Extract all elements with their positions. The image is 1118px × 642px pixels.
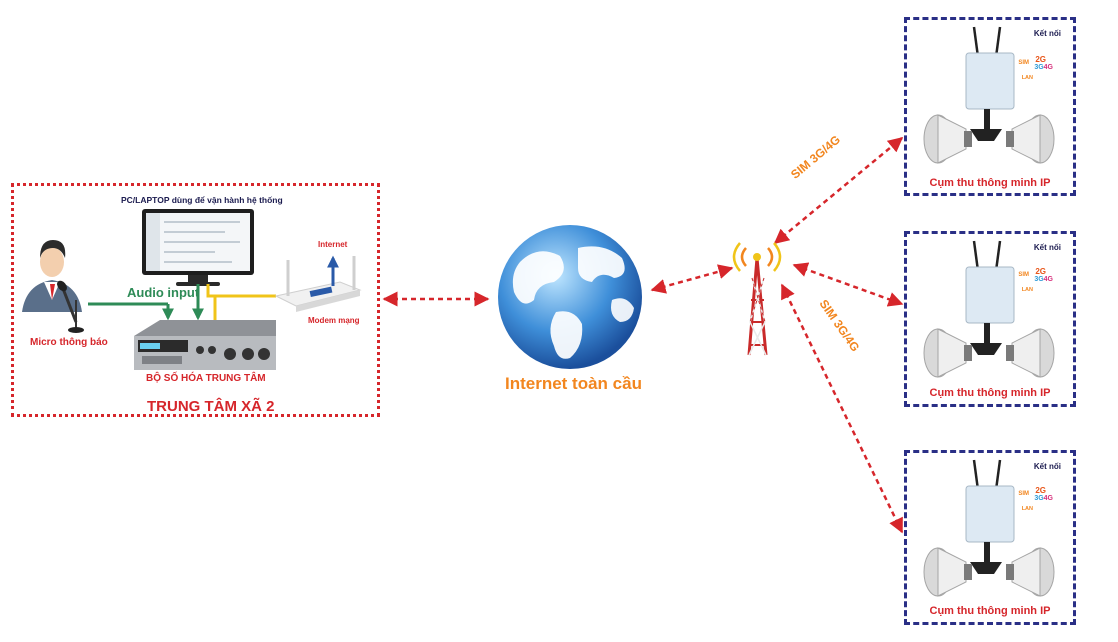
mic-label: Micro thông báo <box>30 337 108 348</box>
g3-label: 3G <box>1034 276 1044 283</box>
audio-encoder-device-icon <box>134 320 276 370</box>
receiver-unit-icon-3 <box>923 459 1055 597</box>
connect-label: Kết nối <box>1033 29 1061 38</box>
wifi-modem-icon <box>274 255 362 312</box>
link-tower-receiver-2 <box>792 262 904 307</box>
g2-label: 2G <box>1035 486 1046 495</box>
connect-label: Kết nối <box>1033 462 1061 471</box>
g3-label: 3G <box>1034 64 1044 71</box>
g4-label: 4G <box>1043 495 1053 502</box>
audio-input-connector <box>88 284 204 321</box>
receiver-box-2: Kết nối SIM 2G 3G4G LAN Cụm thu thông mi… <box>904 231 1076 407</box>
audio-input-label: Audio input <box>127 285 200 300</box>
receiver-title: Cụm thu thông minh IP <box>929 177 1051 189</box>
sim-label: SIM <box>1018 491 1029 497</box>
globe-label: Internet toàn cầu <box>505 374 642 393</box>
computer-monitor-icon <box>142 209 254 286</box>
link-tower-receiver-3 <box>780 283 904 534</box>
g2-label: 2G <box>1035 267 1046 276</box>
sim-label: SIM <box>1018 60 1029 66</box>
network-connector <box>206 284 276 322</box>
connect-label: Kết nối <box>1033 243 1061 252</box>
receiver-title: Cụm thu thông minh IP <box>929 387 1051 399</box>
g4-label: 4G <box>1043 64 1053 71</box>
lan-label: LAN <box>1021 287 1033 293</box>
receiver-box-3: Kết nối SIM 2G 3G4G LAN Cụm thu thông mi… <box>904 450 1076 625</box>
receiver-title: Cụm thu thông minh IP <box>929 605 1051 617</box>
receiver-unit-icon-2 <box>923 240 1055 378</box>
globe-icon <box>498 225 642 369</box>
lan-label: LAN <box>1021 75 1033 81</box>
pc-label: PC/LAPTOP dùng để vận hành hệ thống <box>121 195 283 205</box>
cell-tower-icon <box>732 242 782 356</box>
g4-label: 4G <box>1043 276 1053 283</box>
central-station-box <box>11 183 380 417</box>
central-station-title: TRUNG TÂM XÃ 2 <box>147 398 275 415</box>
microphone-speaker-icon <box>22 240 84 333</box>
g2-label: 2G <box>1035 55 1046 64</box>
g3-label: 3G <box>1034 495 1044 502</box>
lan-label: LAN <box>1021 506 1033 512</box>
modem-label: Modem mạng <box>308 316 360 325</box>
sim-label: SIM <box>1018 272 1029 278</box>
receiver-box-1: Kết nối SIM 2G 3G4G LAN Cụm thu thông mi… <box>904 17 1076 196</box>
internet-label: Internet <box>318 240 348 249</box>
receiver-unit-icon-1 <box>923 26 1055 164</box>
link-globe-tower <box>650 264 734 294</box>
encoder-label: BỘ SỐ HÓA TRUNG TÂM <box>146 373 266 384</box>
link-tower-receiver-1 <box>773 137 904 244</box>
